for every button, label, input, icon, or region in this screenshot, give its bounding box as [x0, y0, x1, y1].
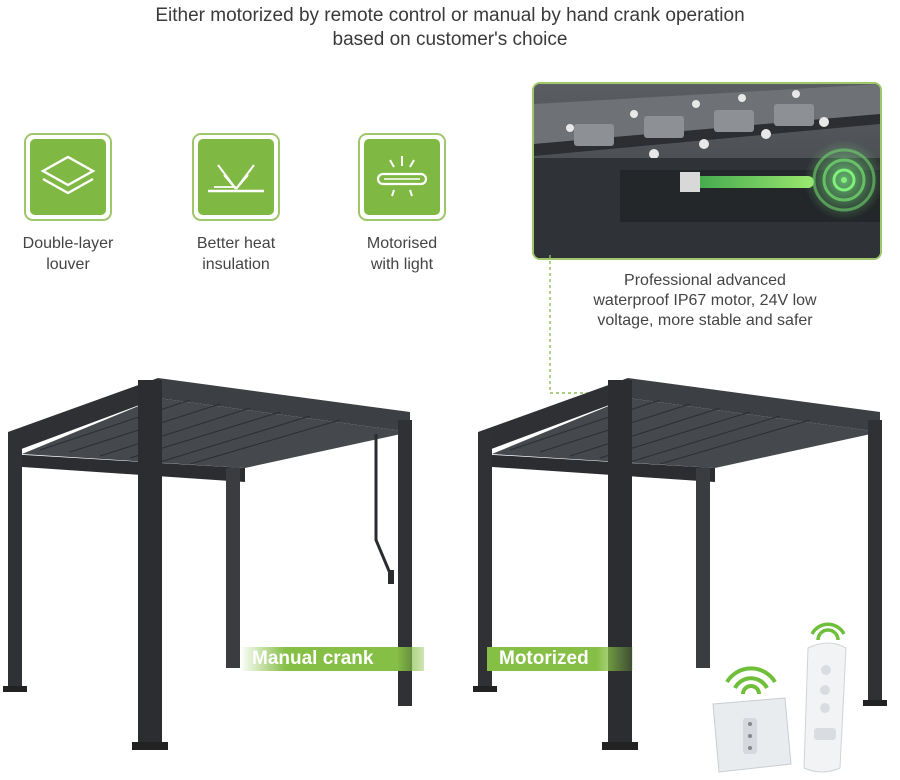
light-icon [364, 139, 440, 215]
feature-label-line1: Better heat [196, 235, 276, 252]
headline: Either motorized by remote control or ma… [0, 4, 900, 52]
feature-label-line2: with light [370, 256, 434, 273]
heat-insulation-icon [198, 139, 274, 215]
headline-line-2: based on customer's choice [332, 29, 568, 50]
feature-double-layer: Double-layer louver [8, 133, 128, 275]
feature-label-line1: Double-layer [22, 235, 114, 252]
pergola-motorized [473, 378, 887, 750]
motor-detail-image [532, 82, 882, 260]
motor-caption-line1: Professional advanced [624, 272, 786, 289]
wall-remote-image [712, 666, 792, 773]
double-layer-icon [30, 139, 106, 215]
feature-light: Motorised with light [342, 133, 462, 275]
manual-crank-tag: Manual crank [240, 647, 424, 671]
feature-label-line2: louver [46, 256, 90, 273]
handheld-remote-image [803, 622, 847, 773]
feature-label-line2: insulation [202, 256, 270, 273]
headline-line-1: Either motorized by remote control or ma… [155, 5, 745, 26]
feature-label-line1: Motorised [366, 235, 438, 252]
motor-caption-line2: waterproof IP67 motor, 24V low [593, 292, 817, 309]
pergola-manual [3, 378, 412, 750]
feature-heat-insulation: Better heat insulation [176, 133, 296, 275]
motor-caption-line3: voltage, more stable and safer [597, 312, 813, 329]
motorized-tag: Motorized [487, 647, 633, 671]
motor-caption: Professional advanced waterproof IP67 mo… [560, 271, 850, 331]
